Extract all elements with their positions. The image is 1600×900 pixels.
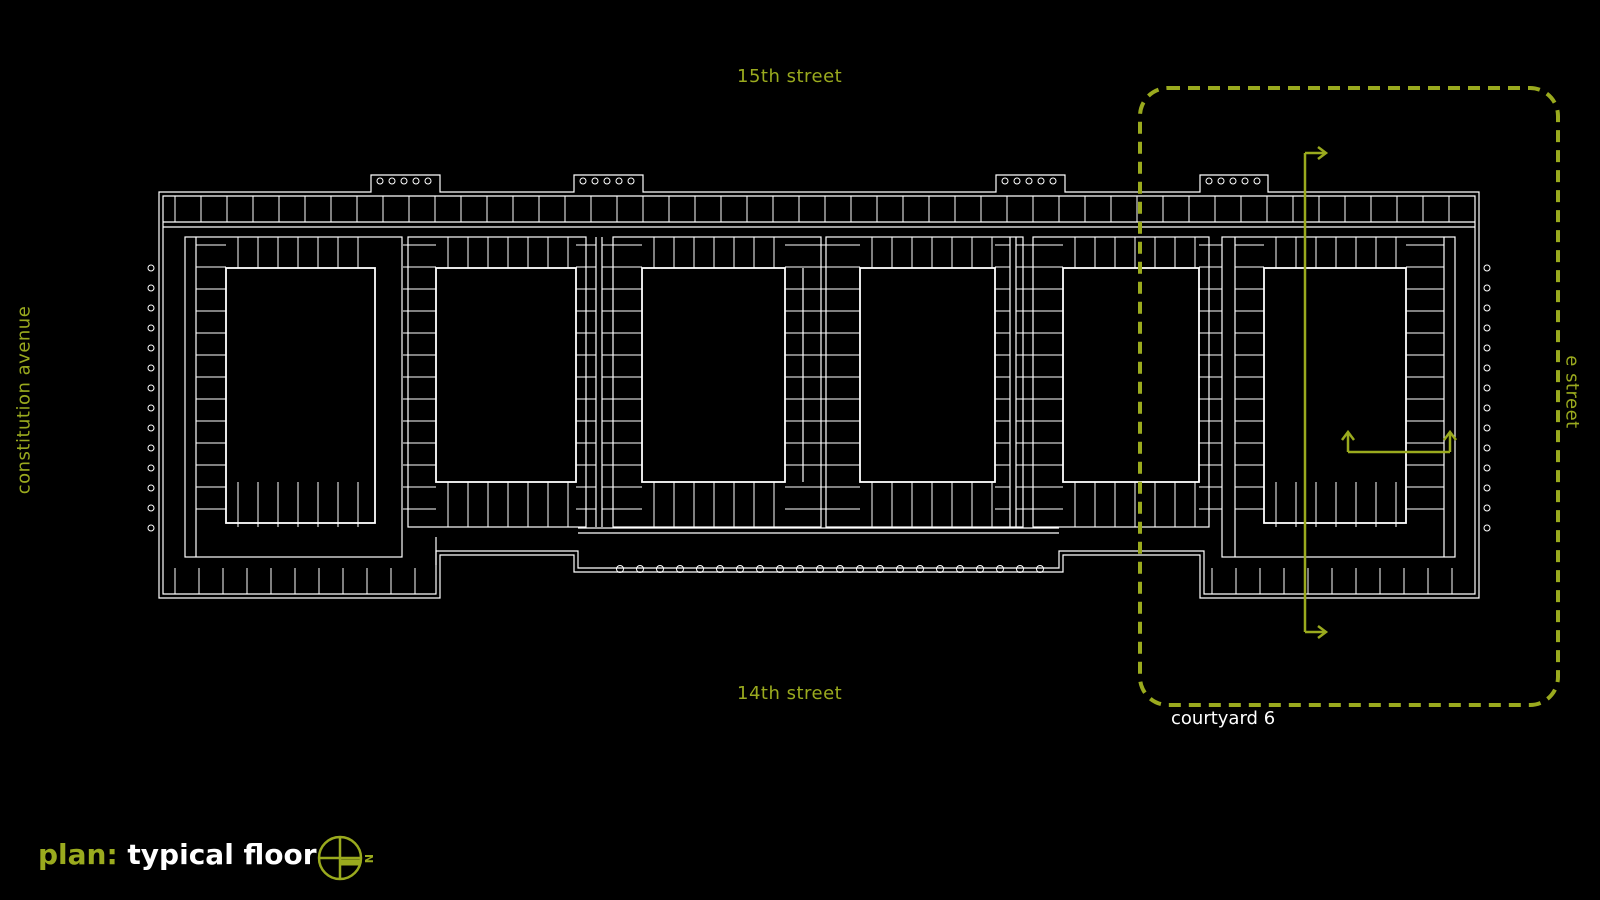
courtyard-2: [435, 267, 577, 483]
courtyard-label: courtyard 6: [1171, 708, 1276, 729]
plan-title-prefix: plan:: [38, 838, 118, 871]
ring-6: [1221, 236, 1456, 558]
building-linework: [158, 174, 1480, 599]
ring-1: [184, 236, 403, 558]
plan-title: plan: typical floor: [38, 838, 317, 871]
courtyard-6: [1263, 267, 1407, 524]
street-label-right: e street: [1561, 355, 1583, 429]
courtyard-3: [641, 267, 786, 483]
courtyard-highlight-box: [1138, 86, 1560, 707]
plan-title-main: typical floor: [127, 838, 317, 871]
building-outline: [158, 174, 1480, 599]
ring-3: [612, 236, 822, 528]
street-label-bottom: 14th street: [737, 683, 843, 704]
courtyard-1: [225, 267, 376, 524]
courtyard-5: [1062, 267, 1200, 483]
room-partitions: [174, 196, 1453, 594]
building-outline-inner: [162, 195, 1476, 595]
section-markers: [1303, 146, 1457, 639]
ring-2: [407, 236, 587, 528]
street-label-left: constitution avenue: [13, 305, 35, 495]
street-label-top: 15th street: [737, 66, 843, 87]
courtyard-4: [859, 267, 996, 483]
ring-5: [1032, 236, 1210, 528]
ring-4: [825, 236, 1024, 528]
north-letter: N: [362, 854, 375, 863]
north-arrow-icon: [317, 835, 363, 881]
colonnade: [147, 177, 1491, 573]
